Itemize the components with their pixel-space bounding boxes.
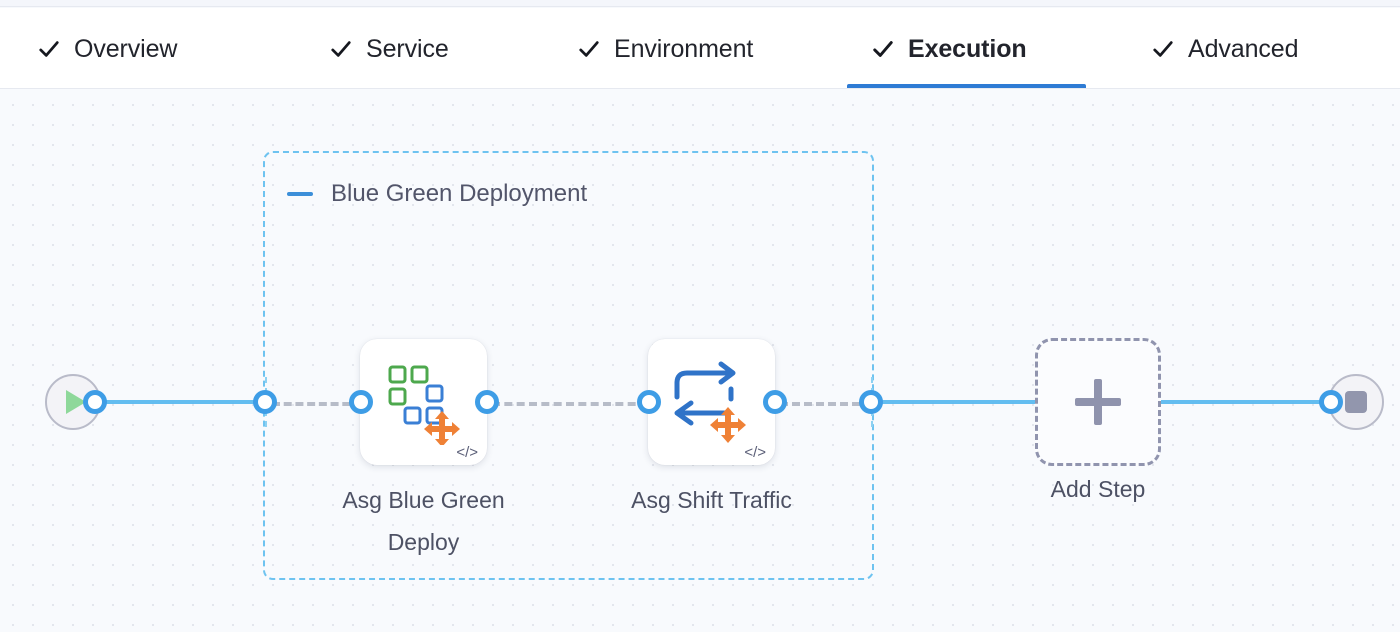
- stop-icon: [1345, 391, 1367, 413]
- minus-icon[interactable]: [287, 192, 313, 196]
- connector-dashed-1: [272, 402, 362, 406]
- stage-group-blue-green-deployment[interactable]: Blue Green Deployment: [263, 151, 874, 580]
- code-badge-icon: </>: [744, 444, 766, 461]
- code-badge-icon: </>: [456, 444, 478, 461]
- connector-ring-5[interactable]: [763, 390, 787, 414]
- connector-ring-2[interactable]: [349, 390, 373, 414]
- check-icon: [578, 38, 600, 60]
- step-node-asg-shift-traffic[interactable]: </> Asg Shift Traffic: [631, 339, 792, 513]
- add-step-button[interactable]: [1035, 338, 1161, 466]
- plus-icon: [1075, 379, 1121, 425]
- check-icon: [872, 38, 894, 60]
- wizard-tab-bar: Overview Service Environment Execution A: [0, 8, 1400, 89]
- connector-ring-end[interactable]: [1319, 390, 1343, 414]
- connector-addstep-to-end: [1158, 400, 1330, 404]
- active-tab-underline: [847, 84, 1086, 88]
- check-icon: [330, 38, 352, 60]
- window-top-strip: [0, 0, 1400, 7]
- tab-label: Execution: [908, 34, 1027, 63]
- asg-shift-traffic-icon: [669, 359, 755, 445]
- connector-start-to-stage: [96, 400, 268, 404]
- connector-stage-to-addstep: [878, 400, 1038, 404]
- tab-service[interactable]: Service: [330, 8, 449, 89]
- tab-label: Service: [366, 34, 449, 63]
- check-icon: [1152, 38, 1174, 60]
- asg-blue-green-deploy-icon: [381, 359, 467, 447]
- connector-dashed-2: [492, 402, 648, 406]
- play-icon: [66, 390, 86, 414]
- stage-title: Blue Green Deployment: [331, 180, 588, 207]
- connector-ring-6[interactable]: [859, 390, 883, 414]
- pipeline-canvas[interactable]: Blue Green Deployment: [0, 89, 1400, 632]
- step-label: Asg Blue Green Deploy: [342, 487, 505, 555]
- step-label: Asg Shift Traffic: [631, 487, 792, 513]
- tab-execution[interactable]: Execution: [872, 8, 1027, 89]
- step-node-asg-blue-green-deploy[interactable]: </> Asg Blue Green Deploy: [342, 339, 505, 555]
- tab-overview[interactable]: Overview: [38, 8, 177, 89]
- connector-ring-1[interactable]: [253, 390, 277, 414]
- tab-label: Overview: [74, 34, 178, 63]
- add-step-label: Add Step: [1050, 476, 1146, 502]
- connector-dashed-3: [780, 402, 872, 406]
- connector-ring-3[interactable]: [475, 390, 499, 414]
- stage-header: Blue Green Deployment: [287, 180, 587, 208]
- tab-label: Environment: [614, 34, 754, 63]
- step-card: [360, 339, 487, 465]
- check-icon: [38, 38, 60, 60]
- tab-label: Advanced: [1188, 34, 1299, 63]
- connector-ring-4[interactable]: [637, 390, 661, 414]
- tab-advanced[interactable]: Advanced: [1152, 8, 1299, 89]
- step-card: [648, 339, 775, 465]
- tab-environment[interactable]: Environment: [578, 8, 753, 89]
- connector-ring-start[interactable]: [83, 390, 107, 414]
